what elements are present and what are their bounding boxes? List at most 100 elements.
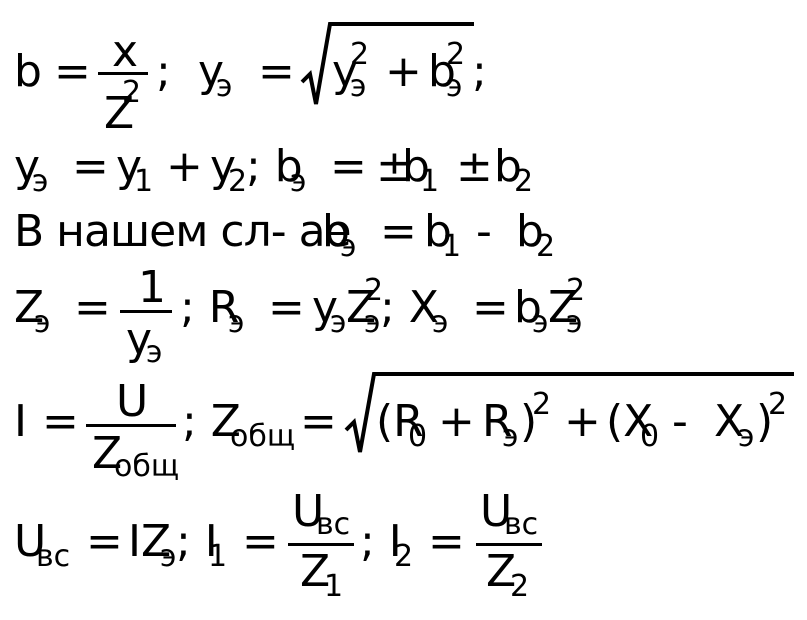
semicolon-z: ; Z bbox=[182, 396, 241, 447]
exponent: 2 bbox=[532, 387, 552, 422]
semicolon-r: ; R bbox=[180, 282, 240, 333]
x0-subscript: 0 bbox=[640, 419, 660, 454]
semicolon-x: ; X bbox=[380, 282, 439, 333]
y-var: y bbox=[312, 282, 339, 333]
open-paren-x: (X bbox=[606, 396, 654, 447]
y-var: y bbox=[14, 141, 41, 192]
u-subscript: вс bbox=[36, 539, 71, 574]
semicolon-i: ; I bbox=[360, 516, 402, 567]
z-var: Z bbox=[14, 282, 45, 333]
radical-sign bbox=[344, 372, 794, 453]
x-subscript: э bbox=[432, 305, 449, 340]
y-subscript: э bbox=[330, 305, 347, 340]
open-paren-r: (R bbox=[376, 396, 424, 447]
fraction-numerator: U bbox=[292, 486, 325, 537]
plus-minus-sign: ± bbox=[456, 141, 493, 192]
denominator-subscript: 1 bbox=[324, 569, 344, 604]
radicand-y: y bbox=[332, 46, 359, 97]
plus-sign: + bbox=[438, 396, 475, 447]
semicolon: ; bbox=[472, 46, 487, 97]
u-var: U bbox=[14, 516, 47, 567]
fraction-denominator: Z bbox=[486, 546, 517, 597]
r-subscript: э bbox=[502, 419, 519, 454]
equals-sign: = bbox=[72, 141, 109, 192]
fraction-numerator: 1 bbox=[138, 262, 166, 313]
equals-sign: = bbox=[300, 396, 337, 447]
z-subscript: э bbox=[34, 305, 51, 340]
radicand-b-subscript: э bbox=[446, 69, 463, 104]
semicolon-b: ; b bbox=[246, 141, 303, 192]
radicand-b-exponent: 2 bbox=[446, 37, 466, 72]
b2-var: b bbox=[494, 141, 522, 192]
x-subscript: э bbox=[738, 419, 755, 454]
fraction-bar bbox=[476, 543, 542, 546]
z-var: Z bbox=[548, 282, 579, 333]
r-var: R bbox=[482, 396, 513, 447]
y1-var: y bbox=[116, 141, 143, 192]
iz-product: IZ bbox=[128, 516, 172, 567]
fraction-bar bbox=[86, 424, 176, 427]
plus-minus-sign: ± bbox=[376, 141, 413, 192]
fraction-denominator: Z bbox=[300, 546, 331, 597]
minus-sign: - bbox=[672, 396, 688, 447]
x-var: X bbox=[714, 396, 745, 447]
exponent: 2 bbox=[768, 387, 788, 422]
equals-sign: = bbox=[42, 396, 79, 447]
fraction-numerator: x bbox=[112, 26, 139, 77]
fraction-bar bbox=[98, 72, 148, 75]
y1-subscript: 1 bbox=[134, 164, 154, 199]
z-subscript: общ bbox=[230, 419, 296, 454]
equals-sign: = bbox=[428, 516, 465, 567]
case-text: В нашем сл- ае bbox=[14, 206, 352, 257]
minus-sign: - bbox=[476, 206, 492, 257]
z-subscript: э bbox=[160, 539, 177, 574]
equals-sign: = bbox=[86, 516, 123, 567]
equals-sign: = bbox=[268, 282, 305, 333]
plus-sign: + bbox=[385, 46, 422, 97]
equals-sign: = bbox=[330, 141, 367, 192]
radicand-b: b bbox=[428, 46, 456, 97]
y-subscript: э bbox=[216, 69, 233, 104]
z-subscript: э bbox=[364, 305, 381, 340]
i2-subscript: 2 bbox=[394, 539, 414, 574]
fraction-denominator: Z bbox=[92, 428, 123, 479]
b1-var: b bbox=[424, 206, 452, 257]
b-subscript: э bbox=[340, 229, 357, 264]
z-var: Z bbox=[346, 282, 377, 333]
radicand-y-exponent: 2 bbox=[350, 37, 370, 72]
b2-subscript: 2 bbox=[536, 229, 556, 264]
r0-subscript: 0 bbox=[408, 419, 428, 454]
i1-subscript: 1 bbox=[208, 539, 228, 574]
r-subscript: э bbox=[228, 305, 245, 340]
equals-sign: = bbox=[54, 46, 91, 97]
b-subscript: э bbox=[290, 164, 307, 199]
equals-sign: = bbox=[242, 516, 279, 567]
b1-var: b bbox=[402, 141, 430, 192]
fraction-numerator: U bbox=[480, 486, 513, 537]
fraction-denominator: y bbox=[126, 314, 153, 365]
y-var: y bbox=[198, 46, 225, 97]
fraction-numerator: U bbox=[116, 376, 149, 427]
b-subscript: э bbox=[532, 305, 549, 340]
semicolon: ; bbox=[156, 46, 171, 97]
y2-var: y bbox=[210, 141, 237, 192]
z-exponent: 2 bbox=[566, 273, 586, 308]
equals-sign: = bbox=[74, 282, 111, 333]
equals-sign: = bbox=[380, 206, 417, 257]
denominator-exponent: 2 bbox=[122, 75, 142, 110]
b2-var: b bbox=[516, 206, 544, 257]
radical-sign bbox=[300, 22, 474, 105]
b1-subscript: 1 bbox=[420, 164, 440, 199]
fraction-bar bbox=[288, 543, 354, 546]
y2-subscript: 2 bbox=[228, 164, 248, 199]
b1-subscript: 1 bbox=[442, 229, 462, 264]
equals-sign: = bbox=[472, 282, 509, 333]
b-var: b bbox=[322, 206, 350, 257]
numerator-subscript: вс bbox=[316, 507, 351, 542]
plus-sign: + bbox=[166, 141, 203, 192]
denominator-subscript: 2 bbox=[510, 569, 530, 604]
fraction-bar bbox=[120, 310, 172, 313]
close-paren: ) bbox=[520, 396, 538, 447]
numerator-subscript: вс bbox=[504, 507, 539, 542]
z-subscript: э bbox=[566, 305, 583, 340]
